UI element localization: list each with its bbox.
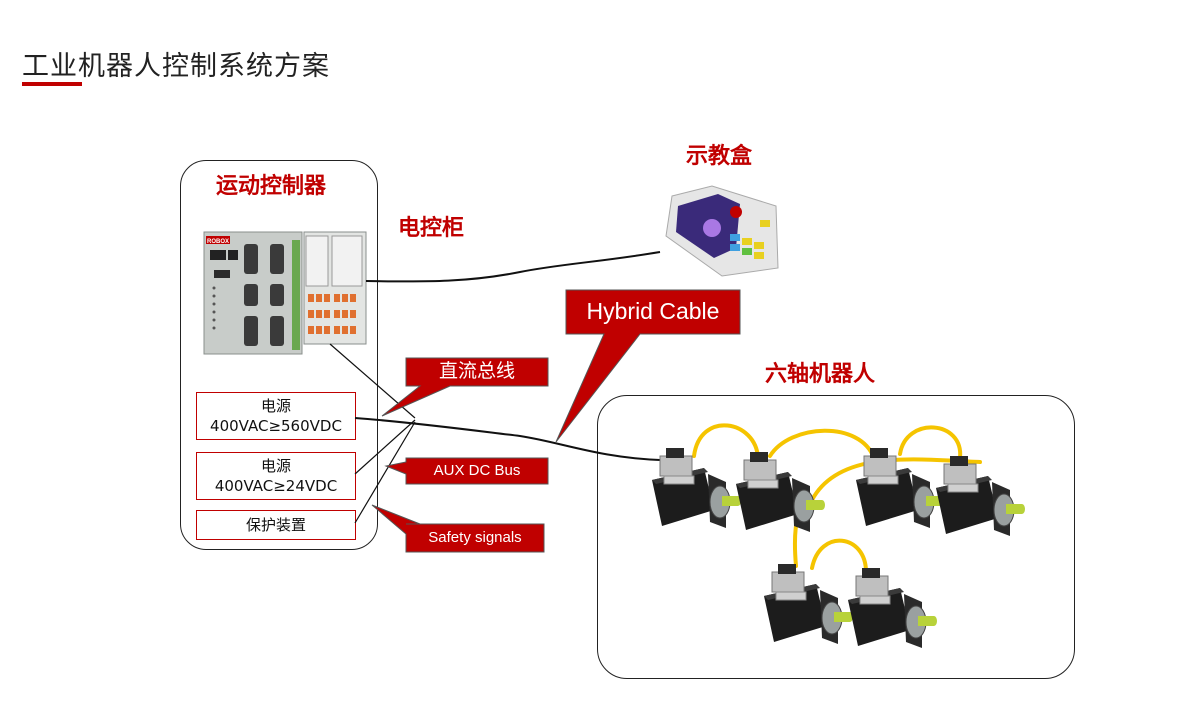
protection-box-title: 保护装置 [245, 516, 306, 534]
power-box-spec: 400VAC≥560VDC [210, 417, 342, 435]
servo-motor-1 [651, 447, 742, 529]
dc-bus-callout [381, 357, 549, 417]
protection-device: 保护装置 [196, 510, 356, 540]
servo-motor-4 [935, 455, 1026, 537]
cabinet-label: 电控柜 [398, 216, 465, 241]
motion-controller-image: ROBOX [203, 231, 367, 355]
power-box-spec: 400VAC≥24VDC [214, 477, 338, 495]
hybrid-cable-callout [555, 289, 741, 443]
safety-signals-callout [371, 504, 545, 553]
controller-brand-badge [206, 236, 230, 244]
power-box-title: 电源 [260, 457, 291, 475]
controller-brand-text: ROBOX [207, 239, 229, 245]
servo-motor-3 [855, 447, 946, 529]
pendant-cable [365, 251, 661, 283]
power-supply-560vdc: 电源 400VAC≥560VDC [196, 392, 356, 440]
aux-dc-bus-callout [384, 457, 549, 485]
robot-label: 六轴机器人 [765, 362, 876, 387]
safety-wire [354, 421, 416, 524]
dc-bus-label: 直流总线 [438, 361, 515, 382]
motion-controller-label: 运动控制器 [216, 174, 327, 199]
page-title: 工业机器人控制系统方案 [22, 51, 330, 82]
aux-wire [354, 419, 416, 475]
hybrid-cable-label: Hybrid Cable [586, 298, 720, 324]
servo-motor-6 [847, 567, 938, 649]
servo-motor-5 [763, 563, 854, 645]
servo-motor-2 [735, 451, 826, 533]
safety-signals-label: Safety signals [428, 529, 522, 546]
teach-pendant-image [665, 185, 779, 277]
power-box-title: 电源 [260, 397, 291, 415]
teach-pendant-label: 示教盒 [686, 144, 753, 169]
title-underline [22, 82, 82, 86]
aux-dc-bus-label: AUX DC Bus [433, 462, 521, 479]
power-supply-24vdc: 电源 400VAC≥24VDC [196, 452, 356, 500]
hybrid-cable-line [354, 417, 661, 461]
